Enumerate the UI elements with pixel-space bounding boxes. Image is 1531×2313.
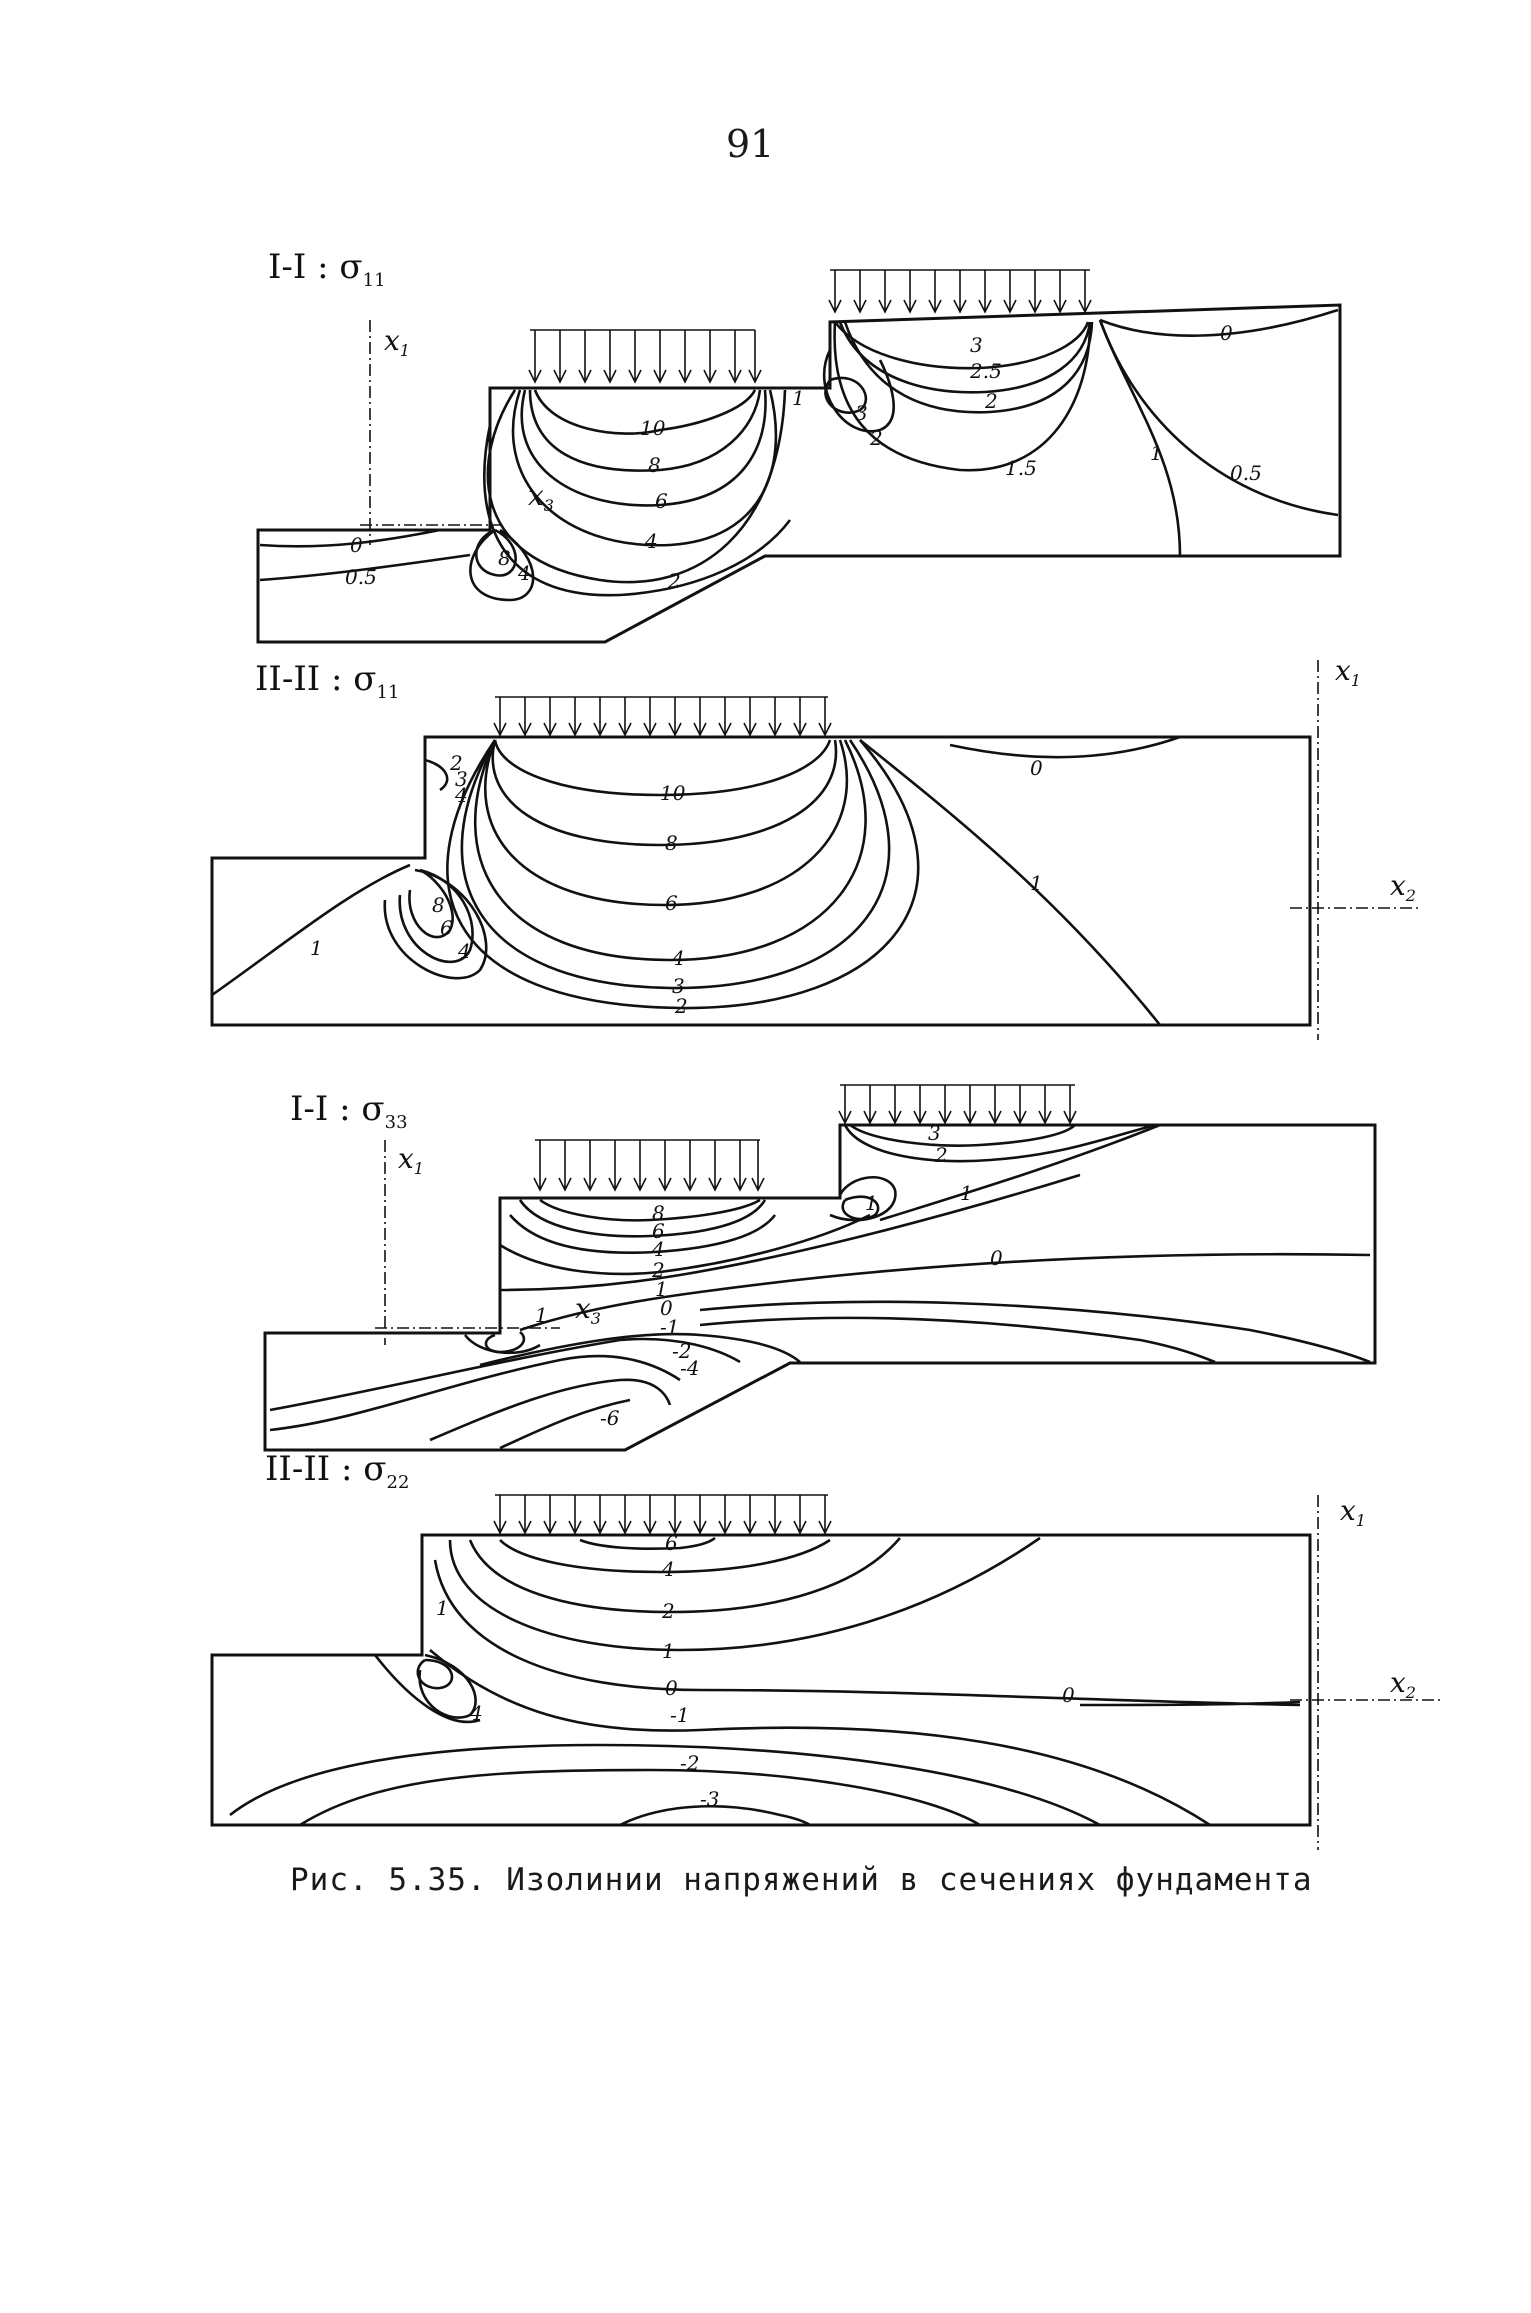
- svg-text:1: 1: [1030, 871, 1043, 895]
- svg-text:-3: -3: [700, 1787, 719, 1811]
- svg-text:1: 1: [535, 1303, 548, 1327]
- contour-labels-1: 0 0.5 8 4 10 8 6 4 2 1 3 2 3 2.5 2 1.5 0…: [345, 321, 1262, 593]
- svg-text:4: 4: [644, 529, 658, 553]
- svg-text:1: 1: [436, 1596, 449, 1620]
- svg-text:0: 0: [1220, 321, 1233, 345]
- contour-labels-4: 6 4 2 1 0 -1 -2 -3 1 4 0: [436, 1531, 1075, 1811]
- svg-text:2: 2: [651, 1258, 665, 1282]
- svg-text:-2: -2: [672, 1339, 691, 1363]
- svg-text:0: 0: [350, 533, 363, 557]
- svg-text:4: 4: [671, 946, 685, 970]
- diagram-4: II-II : σ22 x1 x2: [210, 1449, 1440, 1850]
- axis-label-x1: x1: [1340, 1494, 1366, 1530]
- load-arrows: [493, 697, 832, 737]
- svg-text:2: 2: [667, 569, 681, 593]
- svg-text:3: 3: [970, 333, 983, 357]
- svg-text:-4: -4: [680, 1356, 699, 1380]
- svg-text:4: 4: [661, 1557, 675, 1581]
- svg-text:2: 2: [674, 994, 688, 1018]
- contour-labels-2: 2 3 4 10 8 6 4 3 2 8 6 4 1 0 1: [310, 751, 1043, 1018]
- svg-text:1: 1: [865, 1191, 878, 1215]
- svg-text:1.5: 1.5: [1005, 456, 1037, 480]
- svg-text:1: 1: [792, 386, 805, 410]
- svg-text:2: 2: [934, 1143, 948, 1167]
- svg-text:1: 1: [960, 1181, 973, 1205]
- section-label-4: II-II : σ22: [265, 1449, 409, 1493]
- axis-label-x2: x2: [1390, 1666, 1416, 1702]
- svg-text:6: 6: [665, 1531, 678, 1555]
- svg-text:3: 3: [672, 974, 685, 998]
- diagram-3: I-I : σ33 x1 x3: [263, 1084, 1377, 1452]
- svg-text:2.5: 2.5: [969, 359, 1002, 383]
- svg-text:1: 1: [310, 936, 323, 960]
- svg-text:0: 0: [660, 1296, 673, 1320]
- svg-text:8: 8: [498, 546, 511, 570]
- svg-text:8: 8: [652, 1201, 665, 1225]
- svg-text:-6: -6: [600, 1406, 620, 1430]
- svg-text:0.5: 0.5: [1230, 461, 1262, 485]
- isolines-4: [229, 1536, 1301, 1827]
- axis-label-x1: x1: [384, 324, 410, 360]
- svg-text:4: 4: [454, 783, 468, 807]
- svg-text:3: 3: [855, 401, 868, 425]
- page-number: 91: [726, 122, 775, 166]
- svg-text:6: 6: [665, 891, 678, 915]
- svg-text:6: 6: [440, 916, 453, 940]
- svg-text:4: 4: [457, 939, 471, 963]
- svg-text:8: 8: [432, 893, 445, 917]
- svg-text:2: 2: [984, 389, 998, 413]
- foundation-outline: [256, 303, 1342, 644]
- svg-text:2: 2: [661, 1599, 675, 1623]
- svg-text:-1: -1: [670, 1703, 689, 1727]
- svg-text:0: 0: [1062, 1683, 1075, 1707]
- section-label-1: I-I : σ11: [268, 247, 386, 291]
- svg-text:0.5: 0.5: [345, 565, 377, 589]
- svg-text:1: 1: [1150, 441, 1163, 465]
- svg-text:0: 0: [665, 1676, 678, 1700]
- section-label-2: II-II : σ11: [255, 659, 399, 703]
- svg-text:0: 0: [990, 1246, 1003, 1270]
- svg-text:6: 6: [655, 489, 668, 513]
- isolines-1: [259, 308, 1339, 602]
- svg-text:10: 10: [660, 781, 686, 805]
- load-arrows-2: [828, 270, 1092, 314]
- svg-text:6: 6: [652, 1219, 665, 1243]
- svg-text:4: 4: [651, 1237, 665, 1261]
- isolines-3: [269, 1123, 1371, 1450]
- svg-text:-1: -1: [660, 1315, 679, 1339]
- svg-text:3: 3: [928, 1121, 941, 1145]
- foundation-outline: [210, 1533, 1312, 1827]
- isolines-2: [211, 735, 1181, 1026]
- svg-text:-2: -2: [680, 1751, 699, 1775]
- diagram-2: II-II : σ11 x1 x2: [210, 654, 1420, 1040]
- svg-text:8: 8: [665, 831, 678, 855]
- load-arrows-1: [533, 1140, 765, 1192]
- axis-label-x1: x1: [398, 1142, 424, 1178]
- svg-text:1: 1: [662, 1639, 675, 1663]
- svg-text:10: 10: [640, 416, 666, 440]
- svg-text:1: 1: [655, 1277, 668, 1301]
- axis-label-x1: x1: [1335, 654, 1361, 690]
- svg-text:8: 8: [648, 453, 661, 477]
- contour-labels-3: 8 6 4 2 1 0 -1 -2 -4 -6 1 3 2 1 0 1: [535, 1121, 1003, 1430]
- foundation-outline: [263, 1123, 1377, 1452]
- svg-text:4: 4: [469, 1701, 483, 1725]
- svg-text:2: 2: [869, 426, 883, 450]
- svg-text:0: 0: [1030, 756, 1043, 780]
- figure-caption: Рис. 5.35. Изолинии напряжений в сечения…: [290, 1862, 1313, 1898]
- section-label-3: I-I : σ33: [290, 1089, 408, 1133]
- foundation-outline: [210, 735, 1312, 1027]
- axis-label-x2: x2: [1390, 869, 1416, 905]
- load-arrows-1: [528, 330, 762, 384]
- diagram-1: I-I : σ11 x1 x3: [256, 247, 1342, 644]
- svg-text:2: 2: [449, 751, 463, 775]
- load-arrows-2: [838, 1085, 1077, 1125]
- svg-text:4: 4: [517, 561, 531, 585]
- load-arrows: [493, 1495, 832, 1535]
- svg-text:3: 3: [455, 767, 468, 791]
